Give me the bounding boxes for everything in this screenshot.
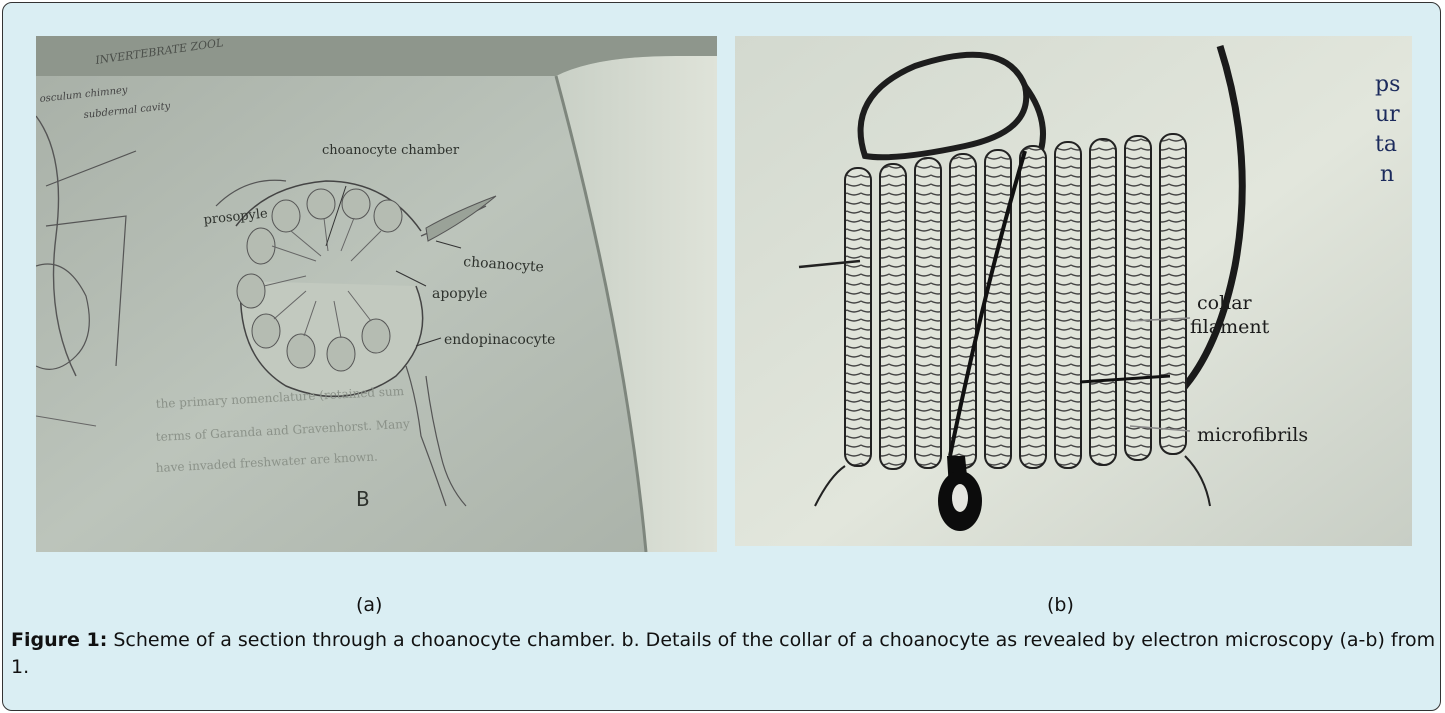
label-collar: collar [1197, 292, 1253, 314]
label-filament: filament [1190, 316, 1270, 338]
panel-label-b: (b) [1047, 594, 1074, 616]
margin-text: ta [1375, 132, 1397, 157]
caption-lead: Figure 1: [11, 629, 107, 651]
label-endopinacocyte: endopinacocyte [444, 332, 555, 348]
caption-text: Scheme of a section through a choanocyte… [11, 629, 1435, 678]
margin-text: n [1380, 162, 1394, 187]
label-microfibrils: microfibrils [1197, 424, 1308, 446]
photo-panel-a: INVERTEBRATE ZOOL osculum chimney subder… [36, 36, 717, 552]
photo-panel-b: collar filament microfibrils ps ur ta n [735, 36, 1412, 546]
margin-text: ps [1375, 72, 1400, 97]
label-apopyle: apopyle [432, 286, 487, 302]
collar-microfibrils-photo: collar filament microfibrils ps ur ta n [735, 36, 1412, 546]
margin-text: ur [1375, 102, 1400, 127]
choanocyte-chamber-photo: INVERTEBRATE ZOOL osculum chimney subder… [36, 36, 717, 552]
figure-caption: Figure 1: Scheme of a section through a … [11, 627, 1436, 681]
label-chamber: choanocyte chamber [322, 143, 460, 158]
panel-label-a: (a) [356, 594, 382, 616]
label-letter-b: B [356, 487, 370, 511]
